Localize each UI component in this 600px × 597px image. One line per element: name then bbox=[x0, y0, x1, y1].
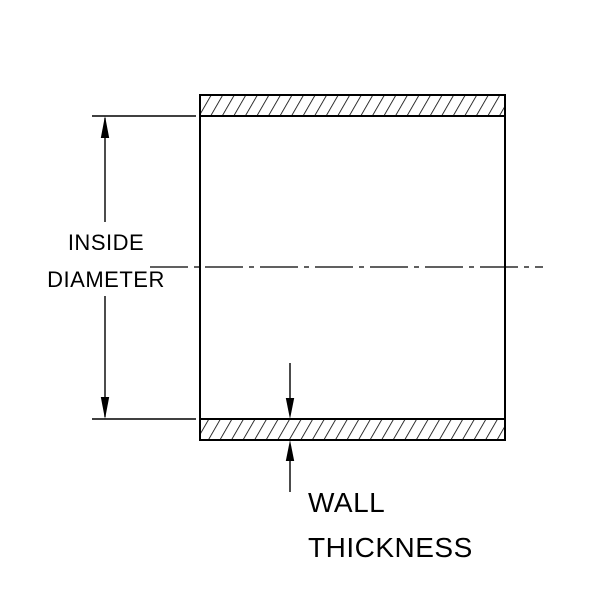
wall-thickness-label-line1: WALL bbox=[308, 487, 385, 518]
inside-diameter-arrow-up-icon bbox=[100, 116, 110, 138]
tube-wall-top-hatch bbox=[199, 94, 506, 117]
wall-thickness-arrow-up-icon bbox=[285, 440, 295, 461]
inside-diameter-arrow-down-icon bbox=[100, 397, 110, 419]
tube-outline bbox=[199, 94, 506, 441]
label-backing bbox=[38, 222, 174, 296]
tube-section bbox=[199, 94, 506, 441]
dimension-arrows bbox=[100, 116, 295, 461]
wall-thickness-label-line2: THICKNESS bbox=[308, 532, 473, 563]
inside-diameter-label-line2: DIAMETER bbox=[47, 267, 165, 292]
labels: INSIDE DIAMETER WALL THICKNESS bbox=[47, 230, 473, 563]
inside-diameter-label-line1: INSIDE bbox=[68, 230, 144, 255]
tube-wall-bottom-hatch bbox=[199, 418, 506, 441]
wall-thickness-arrow-down-icon bbox=[285, 398, 295, 419]
